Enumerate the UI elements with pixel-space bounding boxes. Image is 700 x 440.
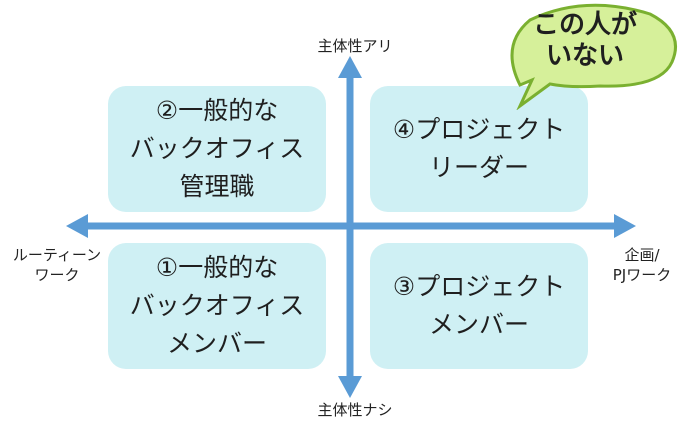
quadrant-general-backoffice-member: ①一般的な バックオフィス メンバー: [108, 243, 326, 369]
axis-label-right: 企画/ PJワーク: [612, 246, 672, 284]
speech-bubble-shape: [510, 3, 677, 110]
arrow-up-icon: [338, 56, 362, 78]
callout-bubble: [510, 3, 677, 110]
quadrant-project-leader: ④プロジェクト リーダー: [370, 86, 588, 212]
quadrant-label: ②一般的な バックオフィス 管理職: [129, 96, 305, 201]
axis-label-top: 主体性アリ: [317, 37, 393, 55]
axis-label-bottom: 主体性ナシ: [317, 401, 393, 419]
axis-label-left: ルーティーン ワーク: [12, 246, 102, 284]
quadrant-label: ①一般的な バックオフィス メンバー: [129, 253, 305, 358]
quadrant-project-member: ③プロジェクト メンバー: [370, 243, 588, 369]
arrow-right-icon: [614, 214, 636, 238]
callout-text: この人が いない: [532, 10, 637, 71]
quadrant-general-backoffice-manager: ②一般的な バックオフィス 管理職: [108, 86, 326, 212]
quadrant-label: ③プロジェクト メンバー: [392, 272, 566, 339]
arrow-down-icon: [338, 376, 362, 398]
quadrant-label: ④プロジェクト リーダー: [392, 115, 566, 182]
arrow-left-icon: [66, 214, 88, 238]
